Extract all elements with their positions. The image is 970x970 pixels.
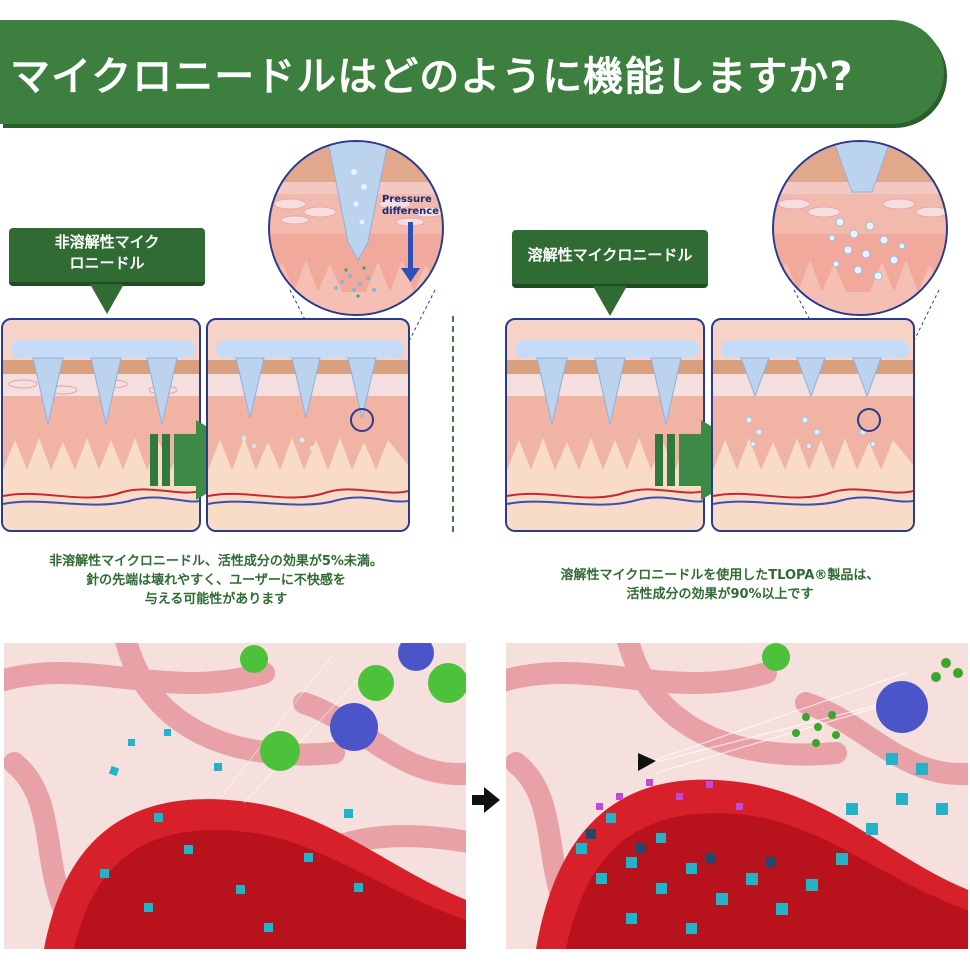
vessel-illustration-dissolving: [506, 643, 968, 949]
caption-line: 針の先端は壊れやすく、ユーザーに不快感を: [86, 573, 346, 588]
callout-tail: [593, 286, 627, 316]
title-banner: [0, 20, 944, 124]
caption-line: 与える可能性があります: [144, 592, 288, 607]
vessel-illustration-non-dissolving: [4, 643, 466, 949]
callout-dissolving: 溶解性マイクロニードル: [512, 230, 708, 316]
skin-panel-before-non-dissolving: [1, 318, 201, 532]
callout-tail: [90, 284, 124, 314]
callout-dissolving-label: 溶解性マイクロニードル: [527, 246, 693, 264]
skin-panel-after-dissolving: [711, 318, 915, 532]
callout-non-dissolving-label: 非溶解性マイク ロニードル: [54, 233, 160, 272]
caption-dissolving: 溶解性マイクロニードルを使用したTLOPA®製品は、 活性成分の効果が90%以上…: [515, 566, 925, 604]
caption-line: 溶解性マイクロニードルを使用したTLOPA®製品は、: [560, 568, 880, 583]
right-arrow-icon: [472, 787, 500, 813]
page-title: マイクロニードルはどのように機能しますか?: [10, 54, 854, 100]
caption-non-dissolving: 非溶解性マイクロニードル、活性成分の効果が5%未満。 針の先端は壊れやすく、ユー…: [20, 552, 412, 609]
pressure-difference-label: Pressure difference: [382, 194, 440, 217]
callout-non-dissolving: 非溶解性マイク ロニードル: [9, 228, 205, 314]
comparison-divider: [452, 316, 454, 532]
caption-line: 活性成分の効果が90%以上です: [626, 587, 814, 602]
skin-panel-after-non-dissolving: [206, 318, 410, 532]
caption-line: 非溶解性マイクロニードル、活性成分の効果が5%未満。: [49, 554, 383, 569]
